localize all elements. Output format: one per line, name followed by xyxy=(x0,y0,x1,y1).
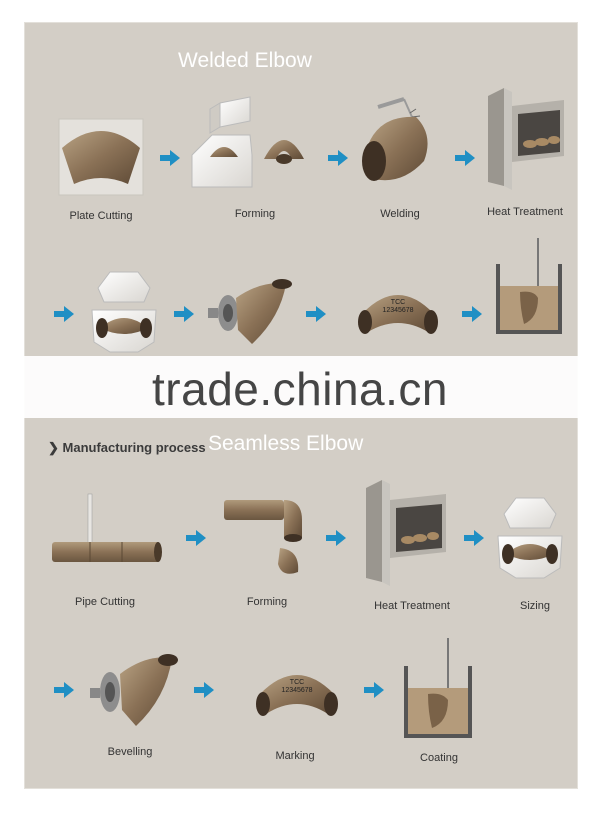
arrow-icon xyxy=(462,306,482,322)
marked-elbow-illustration: TCC 12345678 xyxy=(358,295,438,334)
bevelling-machine-illustration xyxy=(208,279,292,344)
coating-tank-illustration xyxy=(404,638,472,738)
arrow-icon xyxy=(54,306,74,322)
arrow-icon xyxy=(306,306,326,322)
marked-elbow-illustration: TCC 12345678 xyxy=(256,675,338,716)
step-plate-cutting: Plate Cutting xyxy=(69,210,133,222)
marking-line-1: TCC xyxy=(391,299,405,306)
arrow-icon xyxy=(464,530,484,546)
arrow-icon xyxy=(326,530,346,546)
marking-line-2: 12345678 xyxy=(281,687,312,694)
coating-tank-illustration xyxy=(496,238,562,334)
chevron-right-icon: ❯ xyxy=(48,440,59,455)
watermark-text: trade.china.cn xyxy=(152,363,448,415)
marking-line-2: 12345678 xyxy=(382,307,413,314)
press-forming-illustration xyxy=(191,96,304,188)
pipe-bending-illustration xyxy=(224,500,302,574)
welded-elbow-title: Welded Elbow xyxy=(178,49,312,72)
step-forming-seamless: Forming xyxy=(246,596,288,608)
step-marking: Marking xyxy=(275,750,315,762)
welding-illustration xyxy=(362,97,428,181)
arrow-icon xyxy=(160,150,180,166)
plate-cutting-illustration xyxy=(58,118,144,196)
heat-treatment-furnace-illustration xyxy=(366,480,446,586)
arrow-icon xyxy=(328,150,348,166)
arrow-icon xyxy=(54,682,74,698)
watermark-band xyxy=(0,356,600,418)
step-bevelling: Bevelling xyxy=(107,746,153,758)
step-sizing: Sizing xyxy=(520,600,550,612)
heat-treatment-furnace-illustration xyxy=(488,88,564,190)
step-coating: Coating xyxy=(420,752,458,764)
sizing-die-illustration xyxy=(91,271,157,353)
step-heat-treatment-welded: Heat Treatment xyxy=(487,206,563,218)
bevelling-machine-illustration xyxy=(90,654,178,726)
step-heat-treatment-seamless: Heat Treatment xyxy=(374,600,450,612)
step-pipe-cutting: Pipe Cutting xyxy=(75,596,135,608)
arrow-icon xyxy=(174,306,194,322)
seamless-elbow-title: Seamless Elbow xyxy=(208,432,364,455)
marking-line-1: TCC xyxy=(290,679,304,686)
step-welding: Welding xyxy=(380,208,420,220)
step-forming-welded: Forming xyxy=(234,208,276,220)
manufacturing-process-text: Manufacturing process xyxy=(62,440,206,455)
arrow-icon xyxy=(194,682,214,698)
arrow-icon xyxy=(455,150,475,166)
sizing-die-illustration xyxy=(497,497,563,579)
pipe-cutting-illustration xyxy=(52,493,162,562)
arrow-icon xyxy=(186,530,206,546)
arrow-icon xyxy=(364,682,384,698)
manufacturing-process-label: ❯ Manufacturing process xyxy=(48,440,206,456)
